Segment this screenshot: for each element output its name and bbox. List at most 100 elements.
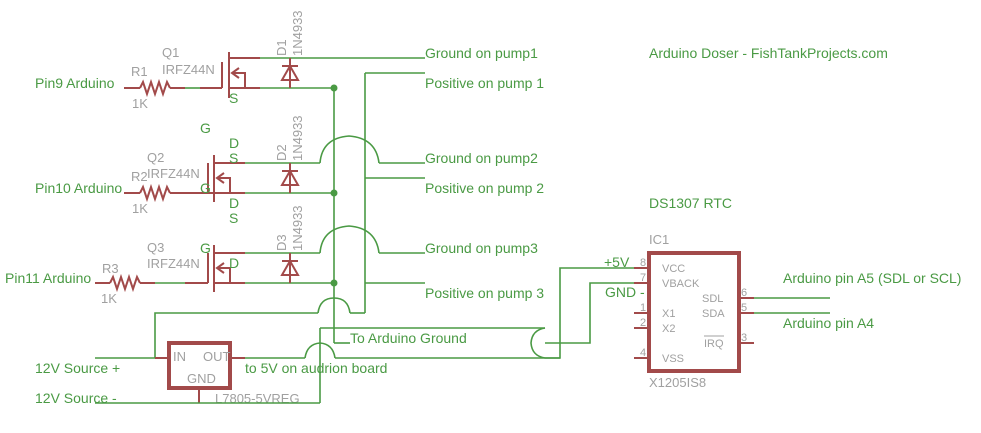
svg-text:X2: X2 [662,323,675,335]
regulator-l7805-icon [167,341,232,390]
pin-letter-s: S [229,90,238,106]
input-label-pin9: Pin9 Arduino [35,75,115,91]
mosfet-ref: Q3 [147,240,164,255]
wire-crossover [530,327,546,359]
label-gnd-minus: GND - [605,284,645,300]
junction-dot [330,189,338,197]
mosfet-part: IRFZ44N [147,166,200,181]
label-to-5v: to 5V on audrion board [245,360,387,376]
wire-12v-to-bus [154,312,318,358]
resistor-ref: R3 [102,261,119,276]
label-ground-pump3: Ground on pump3 [425,240,538,256]
pin-letter-s: S [229,210,238,226]
mosfet-part: IRFZ44N [147,256,200,271]
rtc-pin-vback: 7 VBACK [634,272,700,290]
pin-letter-g: G [200,180,211,196]
junction-dot [330,84,338,92]
svg-text:IRQ: IRQ [704,338,724,350]
wire-crossover [319,135,380,164]
label-arduino-a5: Arduino pin A5 (SDL or SCL) [783,270,961,286]
svg-text:2: 2 [640,317,646,329]
svg-text:6: 6 [741,287,747,299]
pin-letter-d: D [229,255,239,271]
wire-crossover [304,342,336,359]
svg-text:VCC: VCC [662,263,685,275]
input-label-pin11: Pin11 Arduino [5,270,91,286]
rtc-heading: DS1307 RTC [649,195,732,211]
mosfet-ref: Q1 [162,45,179,60]
mosfet-stage-1: Pin9 Arduino R1 1K Q1 IRFZ44N S D1 1N493… [35,10,544,111]
label-plus-5v: +5V [604,254,630,270]
svg-text:1: 1 [640,302,646,314]
rtc-pin-sda: 5 SDA [702,302,830,320]
wire-crossover [319,225,380,254]
svg-text:VBACK: VBACK [662,278,700,290]
label-ground-pump2: Ground on pump2 [425,150,538,166]
wire-crossover [317,297,351,314]
svg-text:7: 7 [640,272,646,284]
rtc-pin-x2: 2 X2 [634,317,675,335]
svg-text:X1: X1 [662,308,675,320]
resistor-ref: R1 [131,64,148,79]
pin-letter-s: S [229,150,238,166]
pin-letter-d: D [229,135,239,151]
mosfet-ref: Q2 [147,150,164,165]
diode-ref: D2 [274,144,289,161]
label-12v-source-minus: 12V Source - [35,390,117,406]
resistor-value: 1K [132,201,148,216]
svg-text:SDL: SDL [702,293,723,305]
rtc-pin-vss: 4 VSS [634,347,684,365]
diode-d3-icon [280,253,300,283]
resistor-ref: R2 [131,169,148,184]
resistor-value: 1K [132,96,148,111]
diode-ref: D1 [274,39,289,56]
junction-dot [330,279,338,287]
svg-text:5: 5 [741,302,747,314]
diode-d1-icon [280,58,300,88]
rtc-pin-sdl: 6 SDL [702,287,830,305]
reg-pin-gnd: GND [187,371,216,386]
label-arduino-a4: Arduino pin A4 [783,315,874,331]
svg-text:3: 3 [741,332,747,344]
mosfet-part: IRFZ44N [162,62,215,77]
mosfet-body [217,267,231,283]
mosfet-stage-3: Pin11 Arduino R3 1K Q3 IRFZ44N G D D3 1N… [5,205,544,306]
diode-part: 1N4933 [290,115,305,161]
schematic-title: Arduino Doser - FishTankProjects.com [649,45,888,61]
reg-pin-out: OUT [203,349,231,364]
mosfet-stage-2: Pin10 Arduino R2 1K Q2 IRFZ44N D S G D S… [35,115,544,226]
pin-letter-g: G [200,240,211,256]
diode-part: 1N4933 [290,10,305,56]
mosfet-arrow-icon [215,172,225,184]
diode-part: 1N4933 [290,205,305,251]
svg-text:VSS: VSS [662,353,684,365]
label-positive-pump2: Positive on pump 2 [425,180,544,196]
mosfet-arrow-icon [215,262,225,274]
pin-letter-d: D [229,195,239,211]
label-to-arduino-ground: To Arduino Ground [350,330,467,346]
reg-pin-in: IN [173,349,186,364]
wire-gnd-to-rtc [545,282,640,344]
resistor-value: 1K [101,291,117,306]
mosfet-body [217,177,231,193]
input-label-pin10: Pin10 Arduino [35,180,122,196]
label-positive-pump1: Positive on pump 1 [425,75,544,91]
svg-text:8: 8 [640,257,646,269]
wire-5v-to-rtc [545,267,640,359]
label-12v-source-plus: 12V Source + [35,360,120,376]
mosfet-body [232,72,246,88]
pin-letter-g: G [200,120,211,136]
rtc-pin-x1: 1 X1 [634,302,675,320]
label-positive-pump3: Positive on pump 3 [425,285,544,301]
mosfet-arrow-icon [230,67,240,79]
ic-ref: IC1 [649,232,669,247]
resistor-r3-icon [109,273,141,293]
diode-ref: D3 [274,234,289,251]
diode-d2-icon [280,163,300,193]
rtc-pin-irq: 3 IRQ [704,332,754,350]
resistor-r2-icon [139,183,171,203]
ic-part: X1205IS8 [649,375,706,390]
label-ground-pump1: Ground on pump1 [425,45,538,61]
svg-text:4: 4 [640,347,646,359]
